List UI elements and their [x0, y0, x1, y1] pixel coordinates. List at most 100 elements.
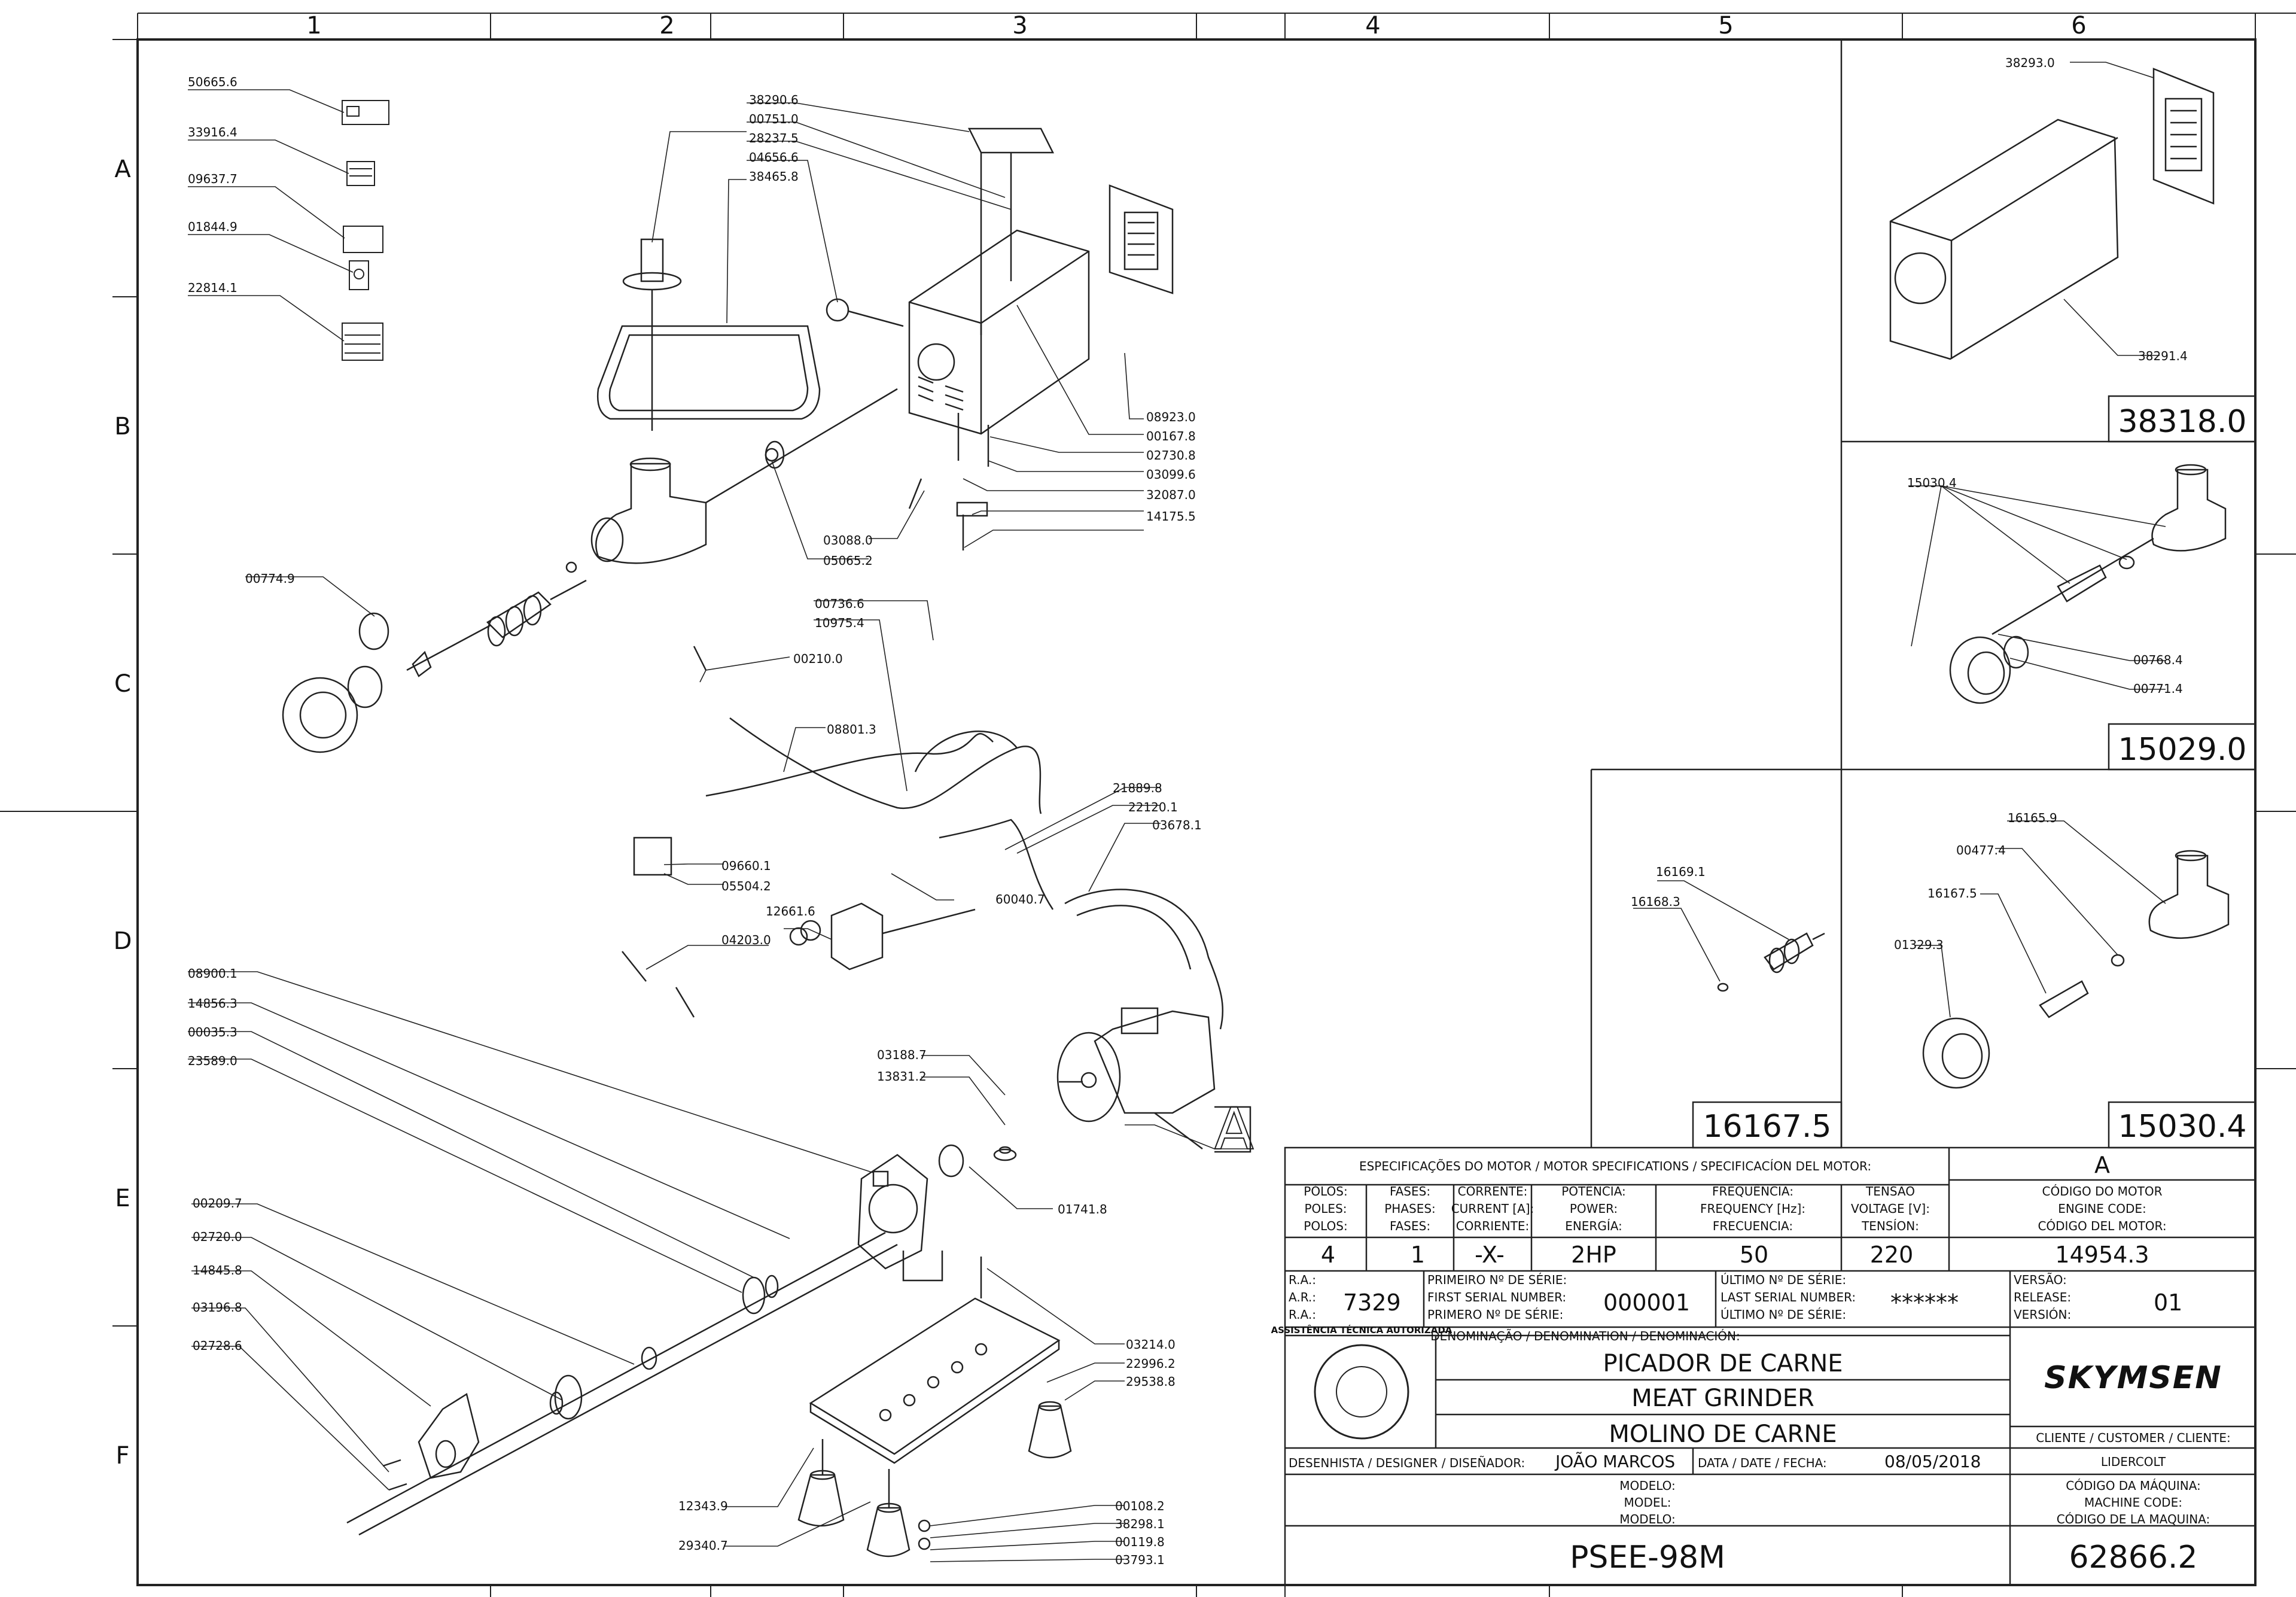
part-number: 00768.4	[2133, 653, 2183, 667]
version-label: VERSÃO:	[2014, 1273, 2067, 1287]
part-number: 03188.7	[877, 1048, 927, 1062]
part-number: 08923.0	[1146, 410, 1196, 424]
spec-value: 220	[1870, 1242, 1914, 1268]
part-number: 38290.6	[749, 93, 799, 107]
denomination-label: DENOMINAÇÃO / DENOMINATION / DENOMINACIÓ…	[1430, 1329, 1740, 1343]
part-number: 03088.0	[823, 533, 873, 547]
first-serial-label: PRIMERO Nº DE SÉRIE:	[1427, 1307, 1563, 1322]
spec-header: POWER:	[1570, 1201, 1618, 1216]
col-label: 6	[2071, 12, 2086, 39]
first-serial-value: 000001	[1603, 1289, 1690, 1316]
part-number: 38291.4	[2138, 349, 2188, 363]
spec-value: 50	[1740, 1242, 1768, 1268]
kit-38318-sketch	[1889, 62, 2215, 360]
rev-letter: A	[2094, 1152, 2110, 1178]
part-number: 00210.0	[793, 652, 843, 666]
part-number: 13831.2	[877, 1069, 927, 1084]
row-label: A	[114, 156, 131, 183]
machine-code-value: 62866.2	[2069, 1540, 2197, 1575]
part-number: 38293.0	[2005, 56, 2055, 70]
machine-code-label: CÓDIGO DA MÁQUINA:	[2066, 1479, 2201, 1493]
last-serial-label: ÚLTIMO Nº DE SÉRIE:	[1721, 1273, 1846, 1287]
part-number: 00035.3	[188, 1025, 237, 1039]
part-number: 22120.1	[1128, 800, 1178, 814]
col-label: 2	[659, 12, 674, 39]
part-number: 22814.1	[188, 281, 237, 295]
product-name-es: MOLINO DE CARNE	[1609, 1420, 1837, 1448]
designer-label: DESENHISTA / DESIGNER / DISEÑADOR:	[1289, 1456, 1525, 1470]
part-number: 38465.8	[749, 169, 799, 184]
last-serial-label: LAST SERIAL NUMBER:	[1721, 1290, 1856, 1304]
part-number: 03196.8	[193, 1300, 242, 1315]
part-number: 00751.0	[749, 112, 799, 126]
engine-code-label: ENGINE CODE:	[2058, 1201, 2146, 1216]
part-number: 01844.9	[188, 220, 237, 234]
authorized-service-stamp: ASSISTÊNCIA TÉCNICA AUTORIZADA	[1271, 1324, 1452, 1336]
part-number: 00209.7	[193, 1196, 242, 1210]
col-label: 4	[1365, 12, 1380, 39]
model-block: MODELO: MODEL: MODELO: PSEE-98M CÓDIGO D…	[1570, 1479, 2210, 1575]
part-number: 05504.2	[721, 879, 771, 893]
product-name-en: MEAT GRINDER	[1631, 1385, 1814, 1412]
version-label: VERSIÓN:	[2014, 1307, 2071, 1322]
row-label: F	[115, 1442, 129, 1470]
part-number: 01329.3	[1894, 938, 1944, 952]
part-number: 03214.0	[1126, 1337, 1176, 1352]
part-number: 38298.1	[1115, 1517, 1165, 1531]
spec-header: PÓLOS:	[1304, 1184, 1347, 1198]
part-number: 12343.9	[678, 1499, 728, 1513]
kit-codes: 38318.0 15029.0 16167.5 15030.4	[1703, 404, 2246, 1145]
spec-header: FREQUENCY [Hz]:	[1700, 1201, 1805, 1216]
brand-logo: SKYMSEN	[2044, 1360, 2222, 1396]
part-number: 28237.5	[749, 131, 799, 145]
machine-code-label: MACHINE CODE:	[2084, 1495, 2182, 1510]
kit-code: 16167.5	[1703, 1109, 1831, 1145]
part-number: 02730.8	[1146, 448, 1196, 463]
client-value: LIDERCOLT	[2101, 1455, 2166, 1469]
spec-header: CORRIENTE:	[1456, 1219, 1530, 1233]
spec-value: -X-	[1475, 1242, 1505, 1268]
part-number: 08801.3	[827, 722, 876, 737]
part-number: 50665.6	[188, 75, 237, 89]
spec-value: 4	[1321, 1242, 1335, 1268]
model-label: MODEL:	[1624, 1495, 1671, 1510]
part-number: 02720.0	[193, 1230, 242, 1244]
spec-header: FRECUENCIA:	[1713, 1219, 1793, 1233]
row-label: C	[114, 670, 131, 698]
part-number: 03099.6	[1146, 467, 1196, 482]
col-label: 3	[1012, 12, 1027, 39]
ra-value: 7329	[1343, 1289, 1401, 1316]
part-number: 16168.3	[1631, 895, 1680, 909]
part-number: 60040.7	[995, 892, 1045, 907]
row-label: E	[115, 1185, 130, 1212]
client-label: CLIENTE / CUSTOMER / CLIENTE:	[2036, 1431, 2231, 1445]
engine-code: 14954.3	[2055, 1242, 2149, 1268]
part-number: 29538.8	[1126, 1374, 1176, 1389]
kit-code: 38318.0	[2118, 404, 2246, 440]
product-name-pt: PICADOR DE CARNE	[1603, 1350, 1843, 1377]
part-number: 05065.2	[823, 553, 873, 568]
kit-16167-sketch	[1633, 880, 1825, 992]
ra-label: R.A.:	[1289, 1273, 1316, 1287]
part-number: 23589.0	[188, 1054, 237, 1068]
part-number: 22996.2	[1126, 1356, 1176, 1371]
row-label: B	[114, 413, 130, 440]
spec-header: POLES:	[1304, 1201, 1347, 1216]
part-number: 12661.6	[766, 904, 815, 918]
col-label: 1	[306, 12, 321, 39]
part-number: 15030.4	[1907, 476, 1957, 490]
grid-labels: 1 2 3 4 5 6 A B C D E F	[114, 12, 2087, 1470]
spec-header: PHASES:	[1384, 1201, 1436, 1216]
kit-15030-sketch	[1914, 820, 2230, 1089]
col-label: 5	[1718, 12, 1733, 39]
kit-panels	[1590, 39, 2257, 1149]
part-number: 00119.8	[1115, 1535, 1165, 1549]
spec-header: CORRENTE:	[1458, 1184, 1528, 1198]
spec-value: 2HP	[1571, 1242, 1616, 1268]
model-label: MODELO:	[1619, 1479, 1676, 1493]
part-number: 00167.8	[1146, 429, 1196, 443]
part-number: 32087.0	[1146, 488, 1196, 502]
part-number-labels: 50665.6 33916.4 09637.7 01844.9 22814.1 …	[188, 75, 1202, 1567]
part-number: 04203.0	[721, 933, 771, 947]
